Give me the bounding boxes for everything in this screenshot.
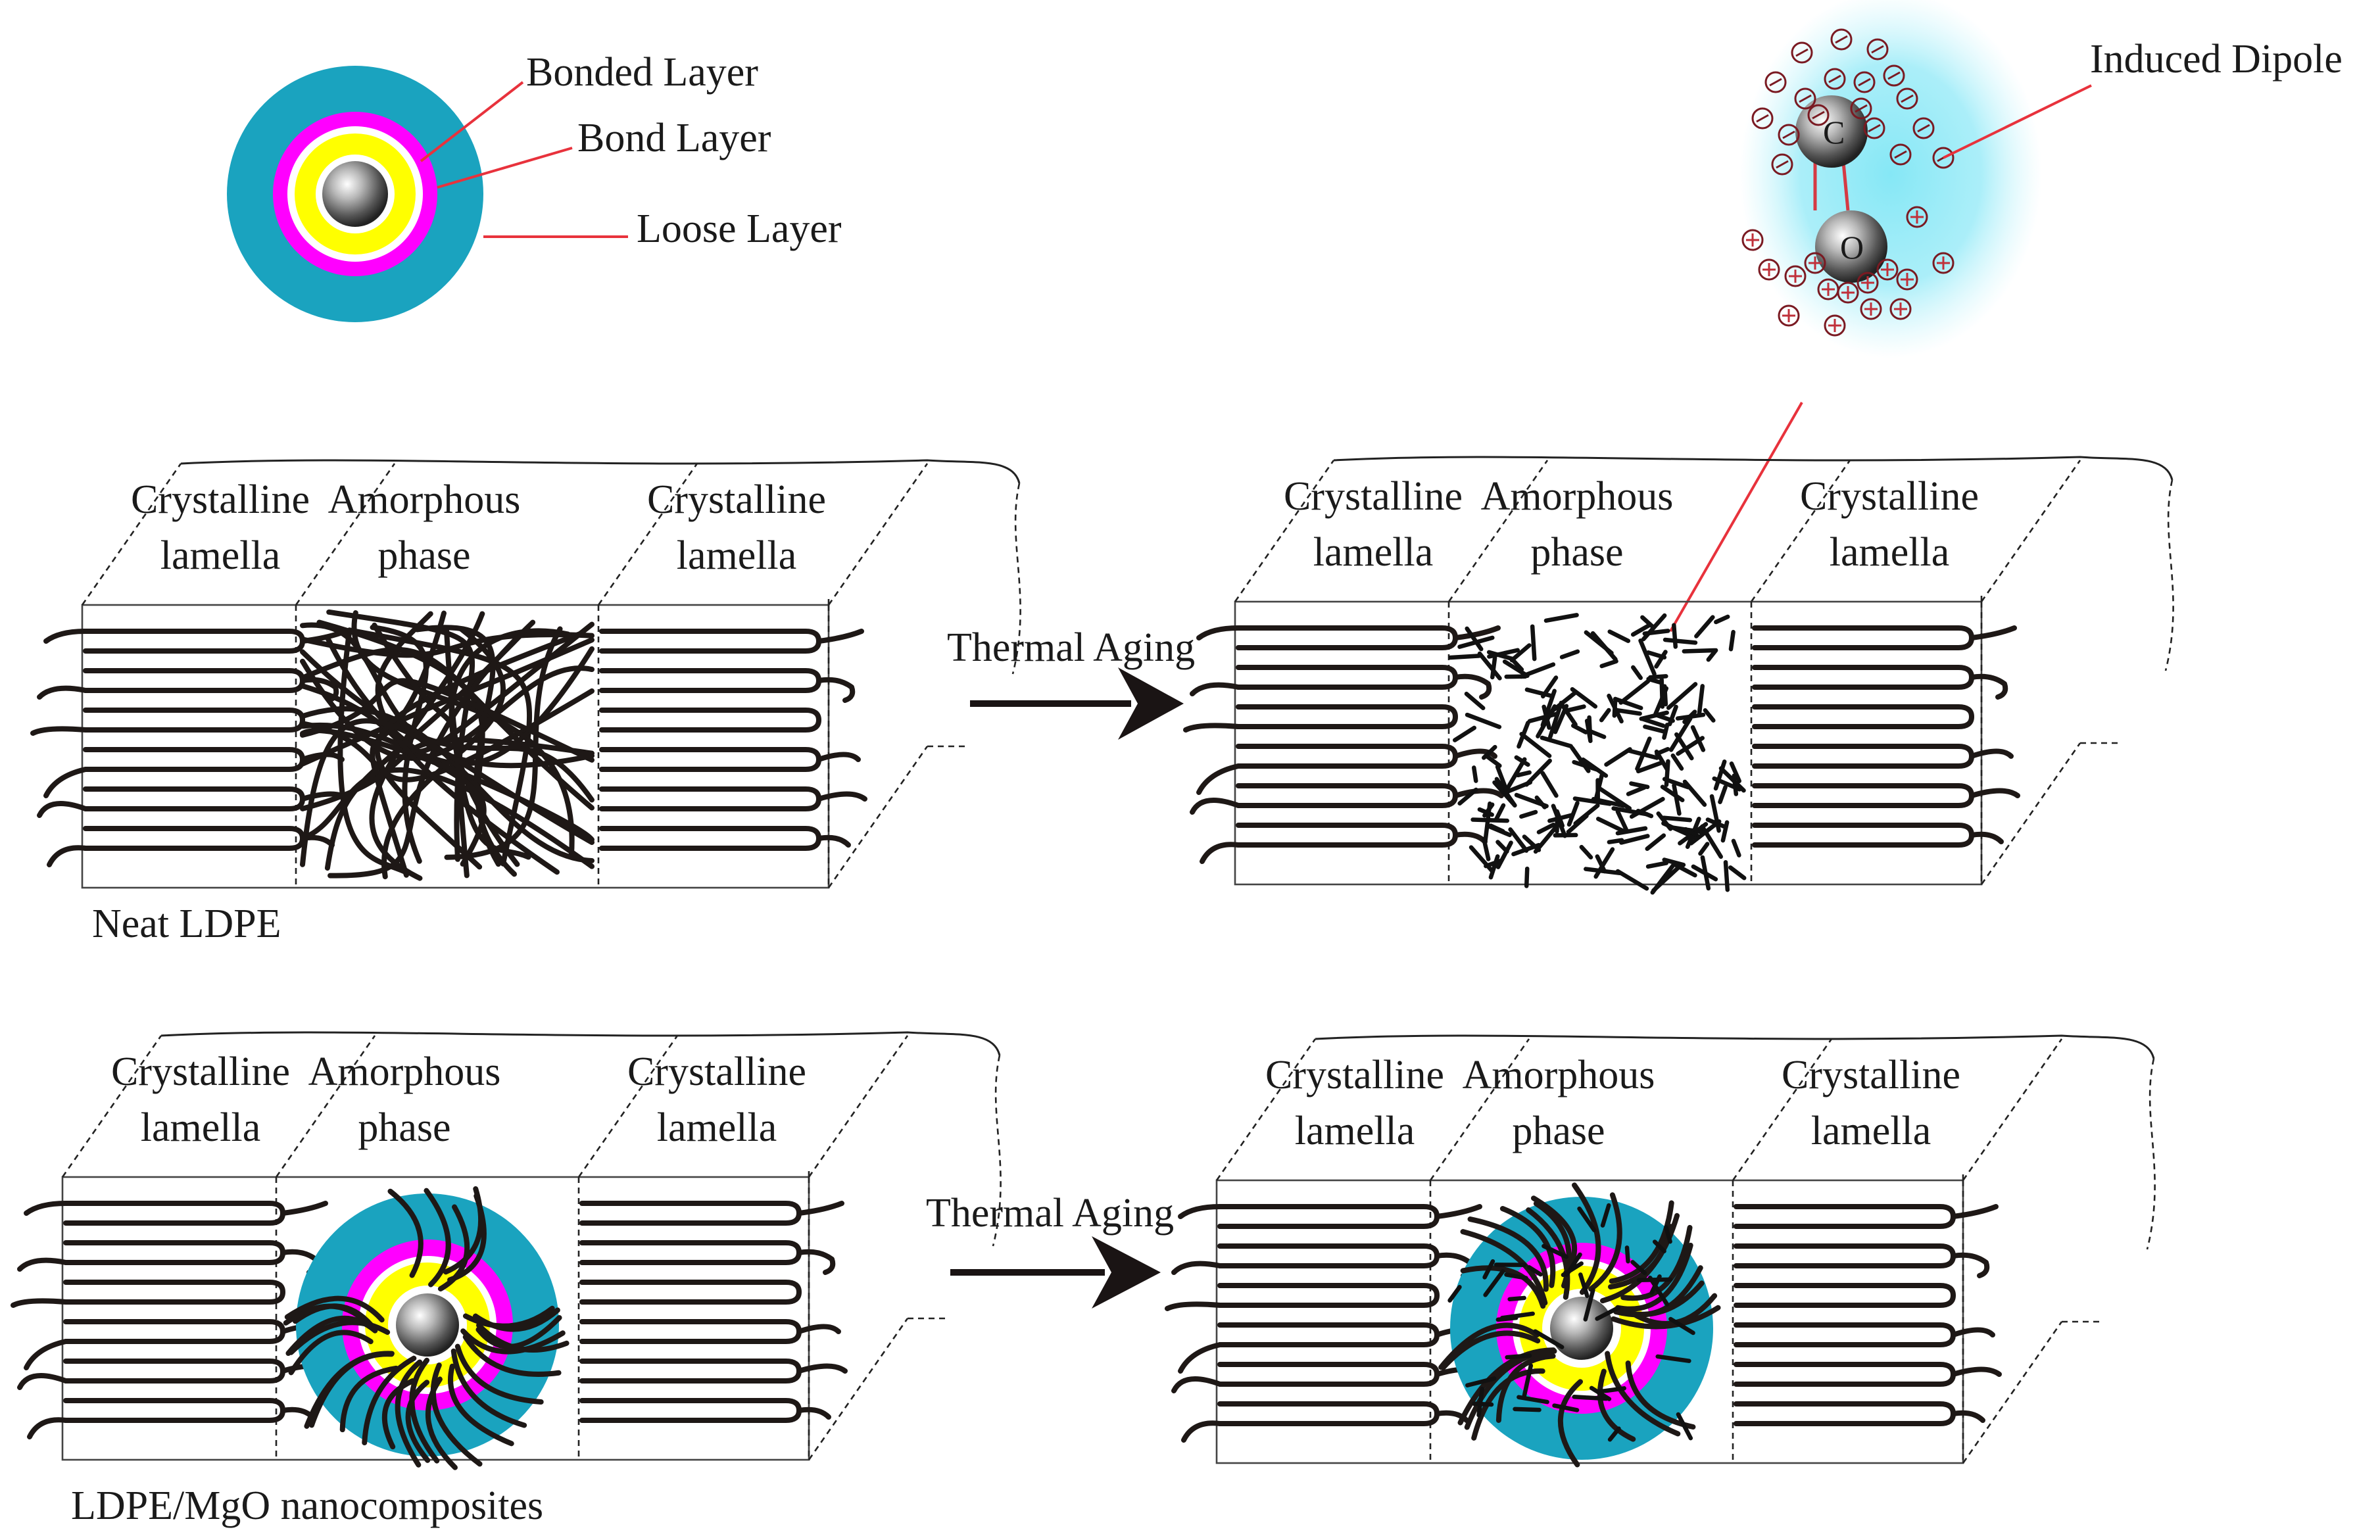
positive-charge-icon <box>1758 258 1780 281</box>
crystalline-lamella-right <box>1755 628 2018 845</box>
positive-charge-icon <box>1876 258 1899 281</box>
negative-charge-icon <box>1850 97 1872 120</box>
negative-charge-icon <box>1853 71 1876 93</box>
negative-charge-icon <box>1764 71 1787 93</box>
positive-charge-icon <box>1741 229 1764 251</box>
negative-charges <box>1751 28 1955 176</box>
interphase-legend: Bonded Layer Bond Layer Loose Layer <box>227 50 842 322</box>
positive-charge-icon <box>1837 281 1859 304</box>
negative-charge-icon <box>1863 117 1885 139</box>
crystalline-label-left-line2: lamella <box>141 1105 260 1150</box>
crystalline-label-left-line1: Crystalline <box>1265 1053 1444 1097</box>
amorphous-label-line2: phase <box>1530 530 1623 575</box>
loose-layer-label: Loose Layer <box>637 206 842 251</box>
amorphous-label-line1: Amorphous <box>1463 1053 1655 1097</box>
panel-nano-before: Crystalline lamella Amorphous phase Crystall… <box>13 1031 1002 1470</box>
negative-charge-icon <box>1771 153 1793 176</box>
negative-charge-icon <box>1883 64 1905 87</box>
crystalline-label-right-line1: Crystalline <box>1782 1053 1960 1097</box>
negative-charge-icon <box>1889 143 1912 166</box>
amorphous-region <box>300 609 595 881</box>
induced-dipole-label: Induced Dipole <box>2090 37 2343 82</box>
bonded-layer-label: Bonded Layer <box>526 50 758 95</box>
panel-nano-after: Crystalline lamella Amorphous phase Crystall… <box>1167 1034 2156 1468</box>
amorphous-label-line1: Amorphous <box>328 477 521 522</box>
negative-charge-icon <box>1824 68 1846 90</box>
oxygen-symbol: O <box>1840 229 1864 266</box>
negative-charge-icon <box>1866 38 1889 60</box>
positive-charge-icon <box>1857 272 1879 294</box>
positive-charge-icon <box>1804 252 1826 274</box>
crystalline-label-right-line2: lamella <box>1830 530 1949 575</box>
panel-neat-before: Crystalline lamella Amorphous phase Crystall… <box>33 459 1021 889</box>
crystalline-label-right-line1: Crystalline <box>1800 474 1979 519</box>
negative-charge-icon <box>1807 104 1830 126</box>
bond-layer-label: Bond Layer <box>577 116 771 160</box>
negative-charge-icon <box>1794 87 1816 110</box>
front-faces <box>1215 1034 2156 1464</box>
negative-charge-icon <box>1912 117 1935 139</box>
crystalline-lamella-left <box>13 1203 329 1437</box>
negative-charge-icon <box>1791 41 1813 64</box>
thermal-aging-label-top: Thermal Aging <box>947 625 1195 670</box>
negative-charge-icon <box>1778 124 1800 146</box>
positive-charges <box>1741 206 1955 337</box>
nanocomposite-label: LDPE/MgO nanocomposites <box>71 1483 543 1528</box>
carbon-atom <box>1795 95 1868 168</box>
crystalline-lamella-right <box>1736 1207 1999 1424</box>
positive-charge-icon <box>1889 298 1912 320</box>
positive-charge-icon <box>1896 268 1918 291</box>
amorphous-label-line1: Amorphous <box>308 1049 501 1094</box>
crystalline-label-right-line2: lamella <box>677 533 796 578</box>
amorphous-label-line2: phase <box>377 533 470 578</box>
thermal-aging-label-bottom: Thermal Aging <box>926 1191 1174 1236</box>
positive-charge-icon <box>1824 314 1846 337</box>
crystalline-label-left-line1: Crystalline <box>131 477 310 522</box>
front-faces <box>1234 456 2174 886</box>
crystalline-label-left-line2: lamella <box>160 533 280 578</box>
crystalline-label-left-line1: Crystalline <box>1284 474 1463 519</box>
negative-charge-icon <box>1751 107 1774 130</box>
neat-ldpe-label: Neat LDPE <box>92 902 281 946</box>
crystalline-label-right-line1: Crystalline <box>627 1049 806 1094</box>
positive-charge-icon <box>1906 206 1928 228</box>
crystalline-label-right-line1: Crystalline <box>647 477 826 522</box>
crystalline-lamella-right <box>582 1203 845 1420</box>
crystalline-lamella-left <box>1167 1207 1483 1440</box>
aging-arrow-top: Thermal Aging <box>947 625 1195 740</box>
crystalline-label-right-line2: lamella <box>657 1105 777 1150</box>
crystalline-label-left-line2: lamella <box>1313 530 1433 575</box>
amorphous-region <box>1448 613 1747 895</box>
panel-neat-after: Crystalline lamella Amorphous phase Crystall… <box>1186 456 2174 895</box>
front-faces <box>61 1031 1002 1461</box>
crystalline-lamella-left <box>1186 628 1501 861</box>
particle-core <box>322 161 388 227</box>
crystalline-lamella-right <box>602 631 865 848</box>
positive-charge-icon <box>1860 298 1882 320</box>
amorphous-label-line2: phase <box>358 1105 450 1150</box>
crystalline-label-right-line2: lamella <box>1811 1109 1931 1153</box>
crystalline-label-left-line1: Crystalline <box>111 1049 290 1094</box>
positive-charge-icon <box>1778 304 1800 327</box>
dipole-pointer <box>1669 402 1803 632</box>
amorphous-label-line2: phase <box>1512 1109 1605 1153</box>
positive-charge-icon <box>1932 252 1955 274</box>
oxygen-atom <box>1815 210 1887 283</box>
crystalline-label-left-line2: lamella <box>1295 1109 1415 1153</box>
induced-dipole: C O Induced Dipole <box>1669 0 2343 632</box>
amorphous-region <box>1438 1182 1721 1468</box>
positive-charge-icon <box>1784 265 1807 287</box>
crystalline-lamella-left <box>33 631 349 865</box>
negative-charge-icon <box>1896 87 1918 110</box>
amorphous-label-line1: Amorphous <box>1481 474 1674 519</box>
amorphous-region <box>283 1186 570 1470</box>
aging-arrow-bottom: Thermal Aging <box>926 1191 1174 1309</box>
negative-charge-icon <box>1830 28 1853 51</box>
